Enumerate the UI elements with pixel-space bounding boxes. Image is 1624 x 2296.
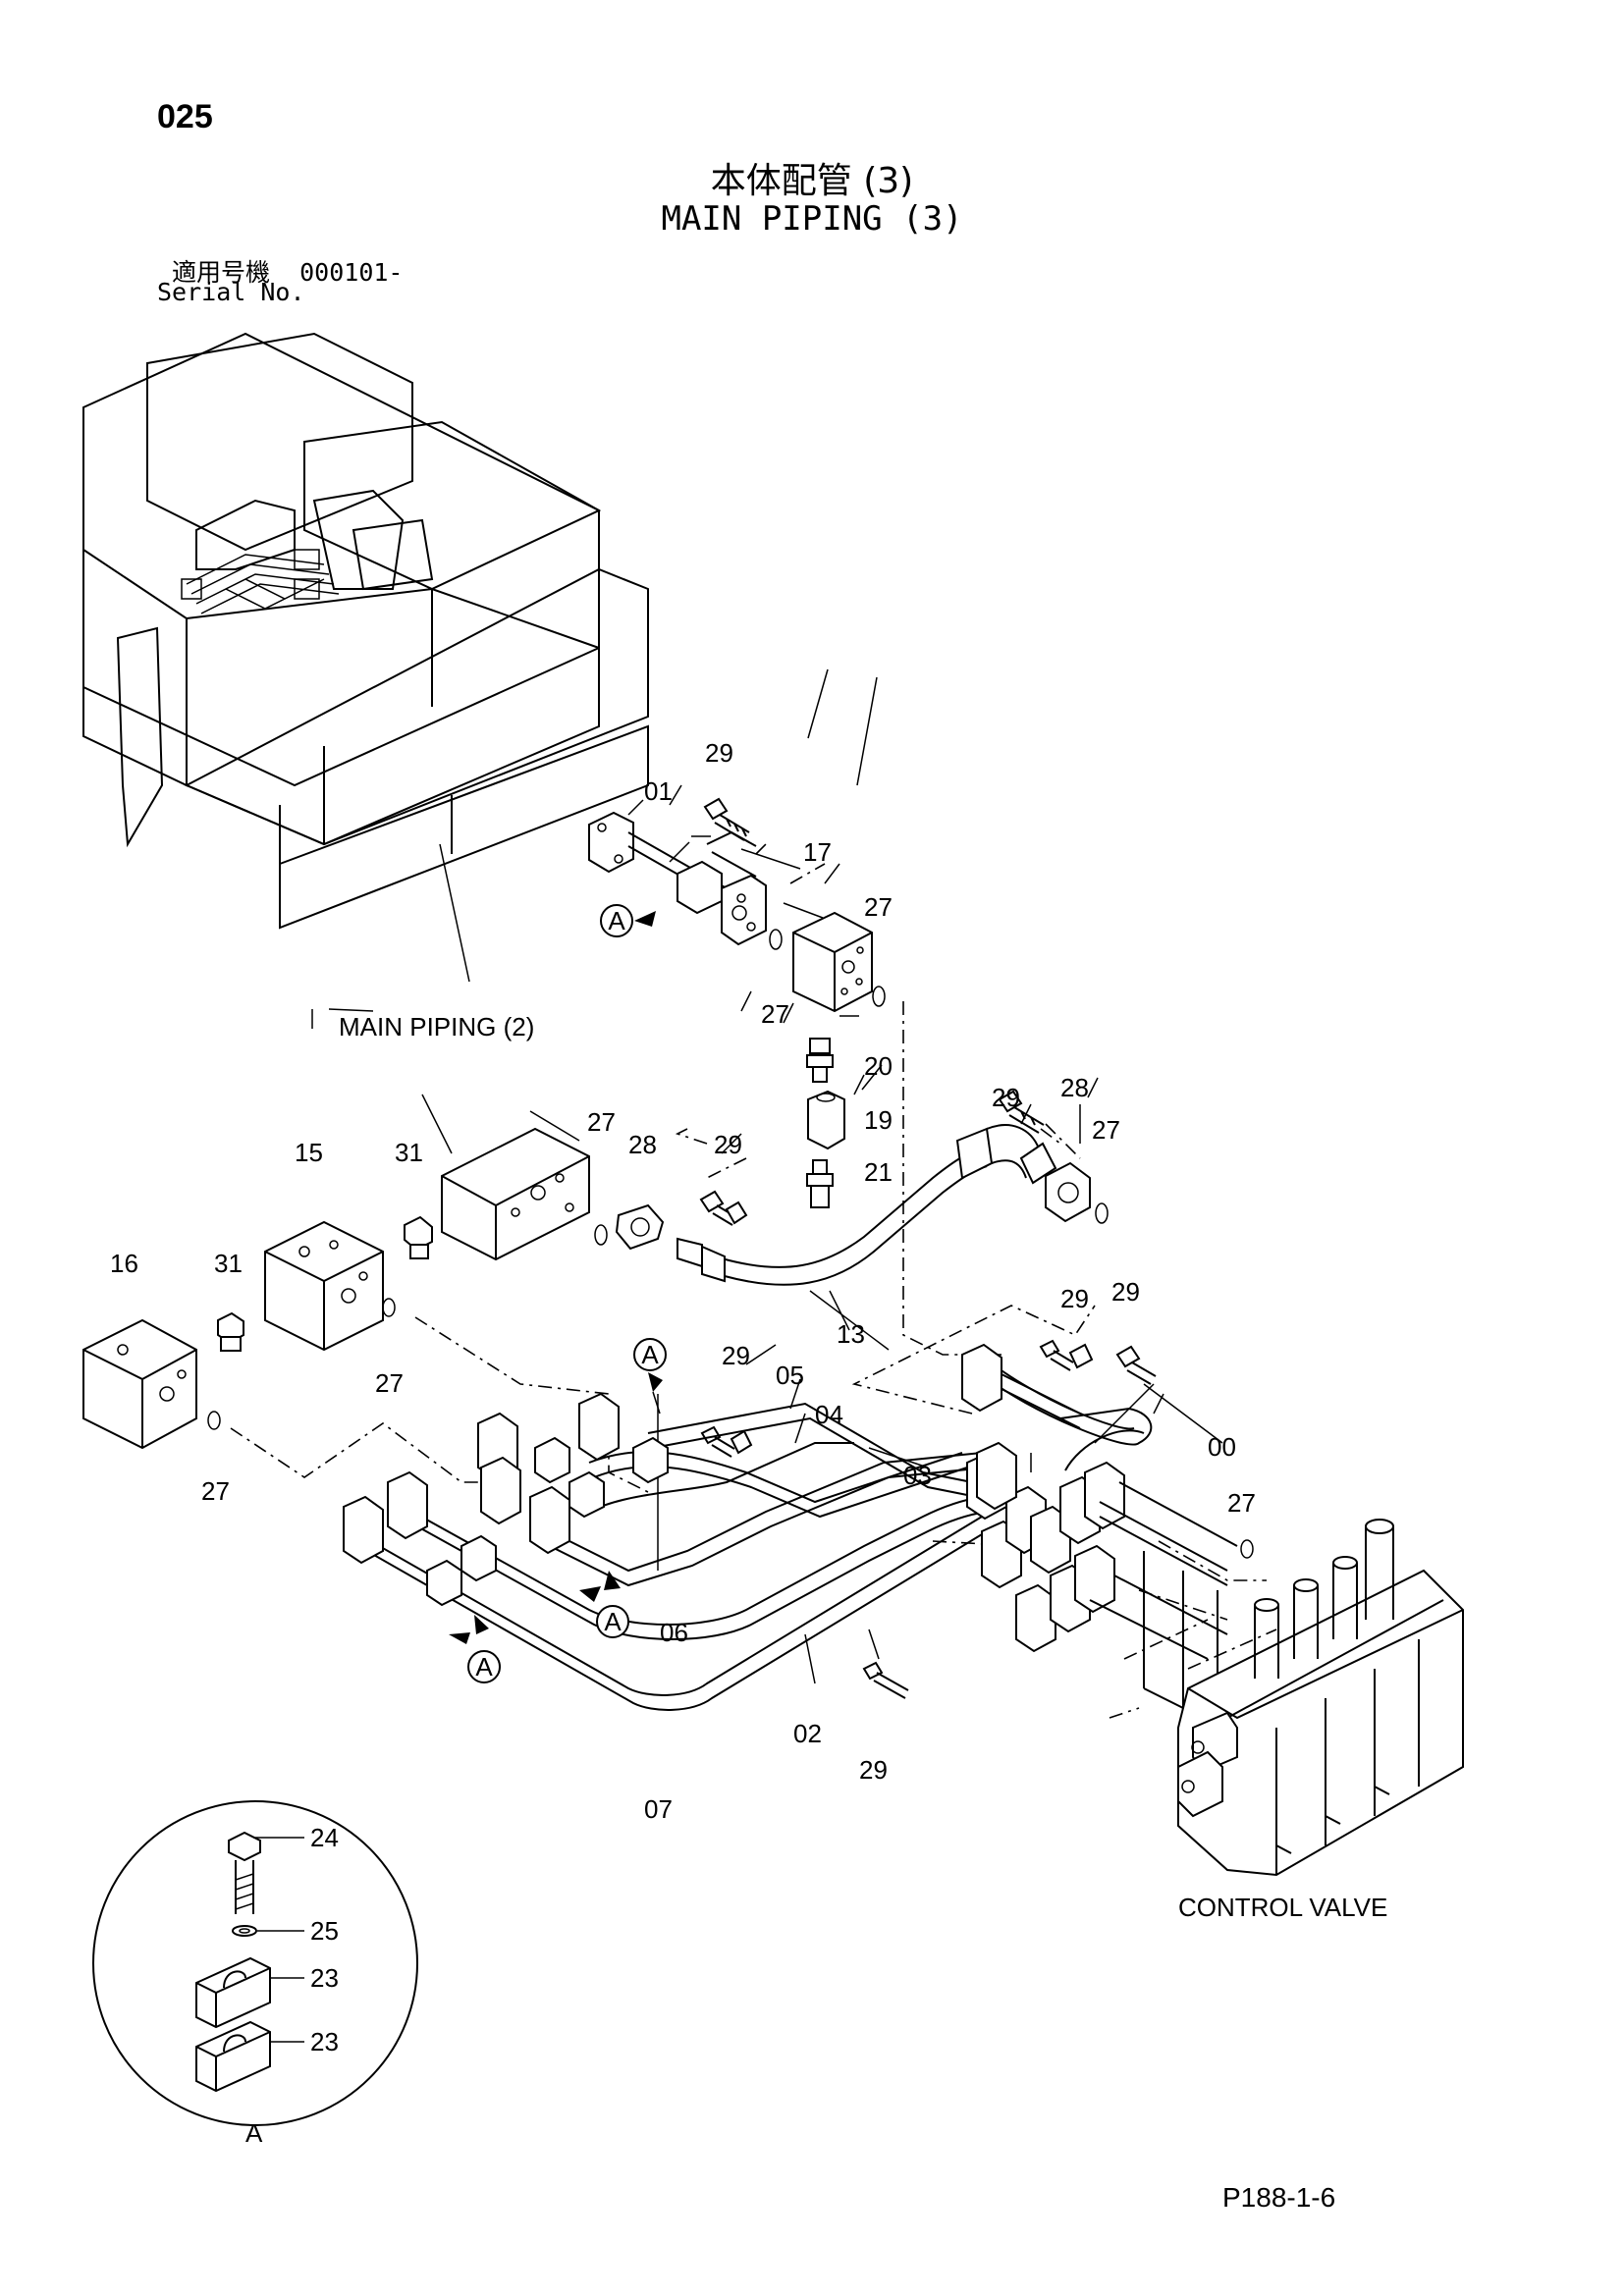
callout-05: 05 <box>776 1361 804 1390</box>
detail-a-clamp <box>92 1800 418 2126</box>
view-marker-label: A <box>475 1652 493 1682</box>
callout-04: 04 <box>815 1400 843 1429</box>
callout-17: 17 <box>803 837 832 867</box>
view-marker-a: A <box>600 904 656 937</box>
callout-15: 15 <box>295 1138 323 1167</box>
control-valve-label: CONTROL VALVE <box>1178 1893 1387 1922</box>
piping-location-highlight <box>181 549 340 614</box>
callout-29: 29 <box>1060 1284 1089 1313</box>
control-valve <box>1177 1519 1464 1877</box>
callout-27: 27 <box>201 1476 230 1506</box>
view-marker-a: A <box>633 1338 667 1415</box>
part-13-hose <box>677 1124 1057 1286</box>
fittings-20-19-21 <box>806 1038 845 1208</box>
callout-27: 27 <box>375 1368 404 1398</box>
valve-blocks <box>82 1127 590 1450</box>
bolts-29 <box>699 797 1157 1699</box>
part-01-pipe-assembly <box>588 811 767 946</box>
view-markers: A A A A <box>449 904 667 1683</box>
machine-overview <box>82 332 649 930</box>
page-number: 025 <box>157 98 213 135</box>
callout-27: 27 <box>761 999 789 1029</box>
callout-29: 29 <box>705 738 733 768</box>
view-marker-label: A <box>608 906 625 935</box>
detail-a-label: A <box>245 2118 263 2148</box>
part-17-block <box>769 911 886 1013</box>
serial-value: 000101- <box>299 258 404 287</box>
document-code: P188-1-6 <box>1222 2182 1336 2213</box>
callout-02: 02 <box>793 1719 822 1748</box>
leader-lines <box>230 668 1277 1719</box>
callout-27: 27 <box>587 1107 616 1137</box>
callout-21: 21 <box>864 1157 893 1187</box>
view-marker-a: A <box>449 1615 501 1683</box>
callout-29: 29 <box>722 1341 750 1370</box>
plugs-31 <box>217 1215 433 1352</box>
callout-29: 29 <box>714 1130 742 1159</box>
callout-23: 23 <box>310 1963 339 1993</box>
callout-29: 29 <box>992 1083 1020 1112</box>
callout-01: 01 <box>644 776 673 806</box>
serial-range: 適用号機 000101- <box>172 253 403 289</box>
serial-label-japanese: 適用号機 <box>172 258 271 287</box>
callout-27: 27 <box>1227 1488 1256 1518</box>
callout-07: 07 <box>644 1794 673 1824</box>
serial-label-english: Serial No. <box>157 278 305 306</box>
callout-29: 29 <box>859 1755 888 1785</box>
pipe-bundle <box>343 1343 1238 1729</box>
view-marker-a: A <box>579 1571 629 1638</box>
callout-31: 31 <box>214 1249 243 1278</box>
callout-19: 19 <box>864 1105 893 1135</box>
callout-numbers: 01 29 17 27 27 20 19 21 29 28 27 27 28 2… <box>110 738 1256 2148</box>
callout-20: 20 <box>864 1051 893 1081</box>
callout-23: 23 <box>310 2027 339 2056</box>
callout-24: 24 <box>310 1823 339 1852</box>
page-title-japanese: 本体配管 (3) <box>710 161 914 201</box>
callout-31: 31 <box>395 1138 423 1167</box>
callout-16: 16 <box>110 1249 138 1278</box>
callout-06: 06 <box>660 1618 688 1647</box>
callout-29: 29 <box>1111 1277 1140 1307</box>
callout-27: 27 <box>1092 1115 1120 1145</box>
callout-13: 13 <box>837 1319 865 1349</box>
main-piping-2-reference: MAIN PIPING (2) <box>339 1012 534 1041</box>
callout-03: 03 <box>903 1461 932 1490</box>
callout-25: 25 <box>310 1916 339 1946</box>
flanges-28 <box>207 1161 1254 1559</box>
callout-27: 27 <box>864 892 893 922</box>
callout-28: 28 <box>1060 1073 1089 1102</box>
view-marker-label: A <box>641 1340 659 1369</box>
page-title-english: MAIN PIPING (3) <box>661 199 963 239</box>
callout-00: 00 <box>1208 1432 1236 1462</box>
callout-28: 28 <box>628 1130 657 1159</box>
view-marker-label: A <box>604 1607 622 1636</box>
